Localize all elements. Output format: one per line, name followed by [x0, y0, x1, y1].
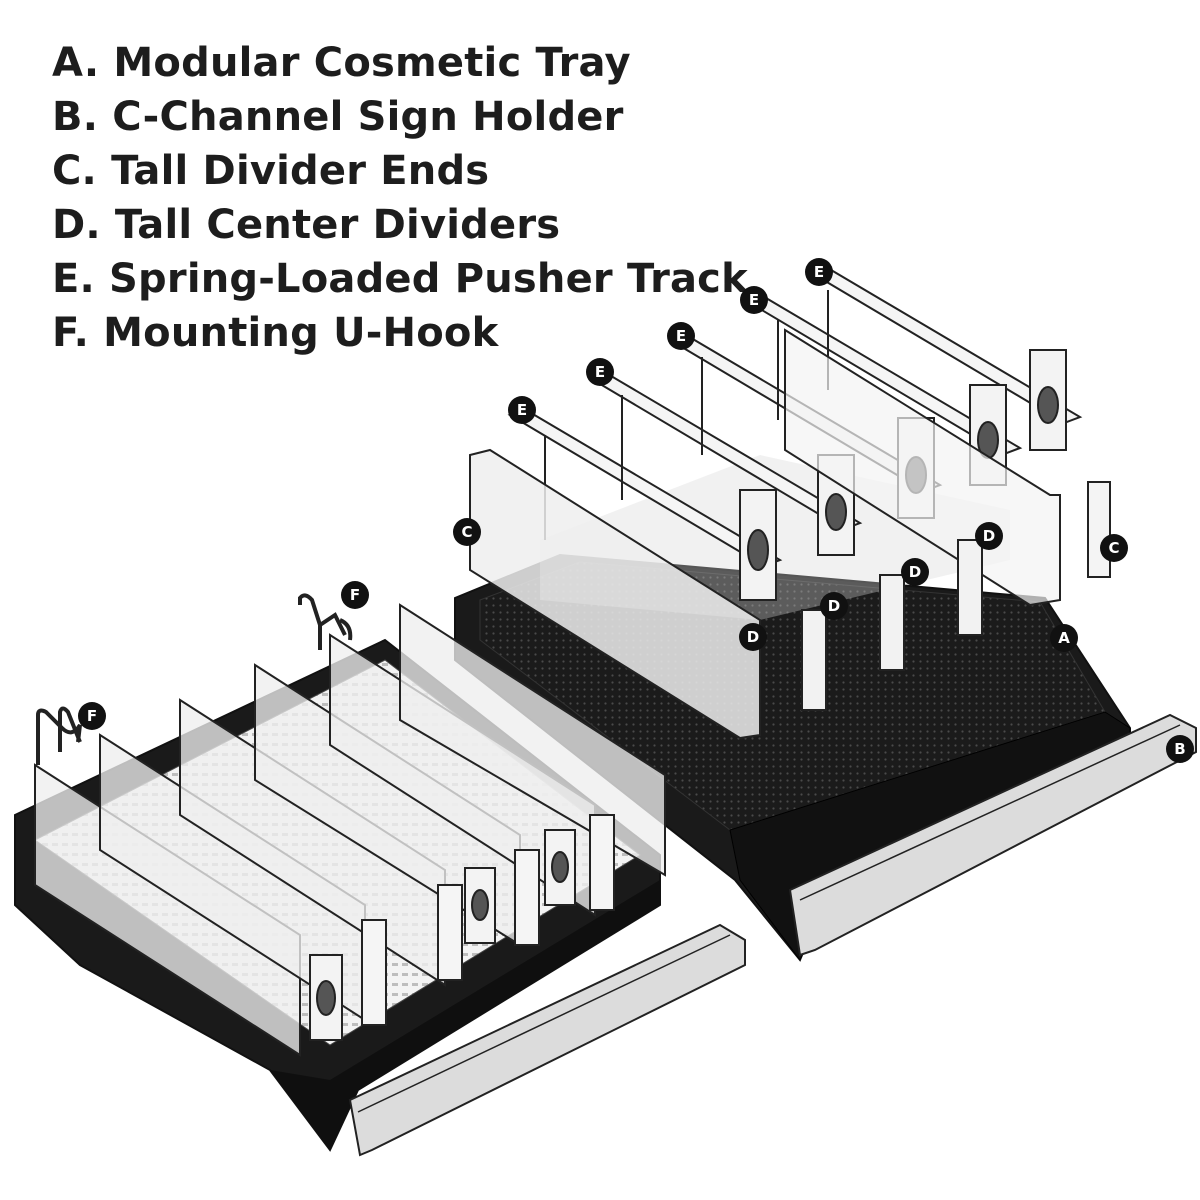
svg-text:E: E [517, 401, 527, 419]
callout-f-1: F [341, 581, 369, 609]
callout-f-2: F [78, 702, 106, 730]
left-center-dividers [361, 814, 615, 1026]
mounting-u-hooks [36, 593, 353, 765]
svg-text:B: B [1174, 740, 1185, 758]
callout-d-1: D [739, 623, 767, 651]
legend-item-b: B. C-Channel Sign Holder [52, 94, 624, 140]
svg-text:D: D [909, 563, 921, 581]
callout-a: A [1050, 624, 1078, 652]
callout-e-4: E [740, 286, 768, 314]
left-tray-assembly [14, 593, 746, 1157]
sign-holder-right [788, 713, 1197, 957]
svg-text:F: F [350, 586, 360, 604]
svg-text:A: A [1058, 629, 1070, 647]
callout-e-2: E [586, 358, 614, 386]
callout-c-right: C [1100, 534, 1128, 562]
tall-divider-end-left [469, 448, 761, 740]
callout-d-4: D [975, 522, 1003, 550]
callout-e-5: E [805, 258, 833, 286]
left-pusher-paddles [309, 829, 576, 1041]
right-tray-assembly [454, 265, 1197, 962]
left-dividers [34, 603, 666, 1057]
svg-text:D: D [983, 527, 995, 545]
svg-text:D: D [747, 628, 759, 646]
svg-text:E: E [595, 363, 605, 381]
callout-d-3: D [901, 558, 929, 586]
svg-text:E: E [676, 327, 686, 345]
svg-text:E: E [814, 263, 824, 281]
callout-c-left: C [453, 518, 481, 546]
parts-legend: A. Modular Cosmetic Tray B. C-Channel Si… [52, 36, 748, 360]
legend-item-a: A. Modular Cosmetic Tray [52, 40, 631, 86]
legend-item-f: F. Mounting U-Hook [52, 310, 499, 356]
callout-badges: E E E E E C C D D D D A B F F [78, 258, 1194, 763]
svg-text:F: F [87, 707, 97, 725]
tall-center-dividers-right [801, 539, 983, 711]
callout-e-3: E [667, 322, 695, 350]
callout-b: B [1166, 735, 1194, 763]
callout-d-2: D [820, 592, 848, 620]
sign-holder-left [348, 923, 746, 1157]
svg-text:E: E [749, 291, 759, 309]
legend-item-c: C. Tall Divider Ends [52, 148, 490, 194]
legend-item-d: D. Tall Center Dividers [52, 202, 561, 248]
svg-text:C: C [461, 523, 472, 541]
svg-text:D: D [828, 597, 840, 615]
callout-e-1: E [508, 396, 536, 424]
svg-text:C: C [1108, 539, 1119, 557]
legend-item-e: E. Spring-Loaded Pusher Track [52, 256, 748, 302]
